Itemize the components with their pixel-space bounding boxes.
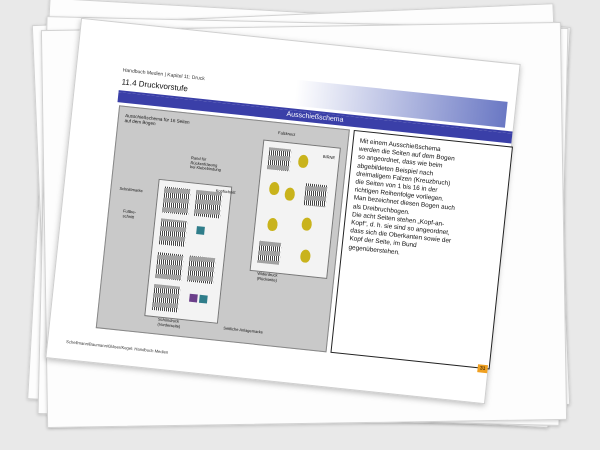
- page-barcode: [267, 147, 292, 172]
- schnittmarke-label: Schnittmarke: [119, 185, 143, 194]
- page-barcode: [187, 255, 216, 285]
- rand-label: Rand für Rückenfräsung bei Klebebindung: [189, 155, 222, 173]
- figure-caption: Ausschießschema für 16 Seiten auf dem Bo…: [124, 112, 190, 127]
- falzkreuz-label: Falzkreuz: [277, 130, 296, 137]
- pear-image: [297, 154, 309, 169]
- pear-image: [299, 249, 312, 264]
- page-barcode: [194, 189, 223, 219]
- color-swatch: [198, 294, 208, 304]
- slide-page: Handbuch Medien | Kapitel 11: Druck 11.4…: [45, 17, 521, 405]
- page-barcode: [303, 183, 328, 208]
- page-barcode: [155, 252, 184, 281]
- anlagemarke-label: Seitliche Anlagemarke: [223, 325, 264, 335]
- widerdruck-sheet: BIRNE: [249, 139, 341, 279]
- page-barcode: [151, 283, 181, 313]
- birne-label: BIRNE: [322, 153, 336, 161]
- color-swatch: [196, 226, 205, 235]
- explanation-box: Mit einem Ausschießschema werden die Sei…: [330, 129, 513, 370]
- pear-image: [301, 217, 313, 232]
- pear-image: [284, 187, 296, 202]
- color-swatch: [189, 293, 198, 303]
- schoendruck-label: Schöndruck (Vorderseite): [157, 316, 181, 329]
- page-number-badge: 31: [477, 364, 488, 374]
- pear-image: [268, 181, 280, 196]
- widerdruck-label: Widerdruck (Rückseite): [256, 270, 278, 283]
- page-barcode: [257, 240, 282, 265]
- pear-image: [266, 217, 279, 232]
- fussbeschnitt-label: Fußbe- schnitt: [122, 208, 137, 220]
- schoendruck-sheet: [144, 178, 233, 324]
- page-barcode: [162, 186, 191, 216]
- page-barcode: [158, 218, 188, 247]
- imposition-figure: Ausschießschema für 16 Seiten auf dem Bo…: [95, 105, 350, 353]
- explanation-text: Mit einem Ausschießschema werden die Sei…: [348, 137, 456, 257]
- slide-footer: Schellmann/Baumann/Gläser/Kegel: Handbuc…: [65, 339, 169, 355]
